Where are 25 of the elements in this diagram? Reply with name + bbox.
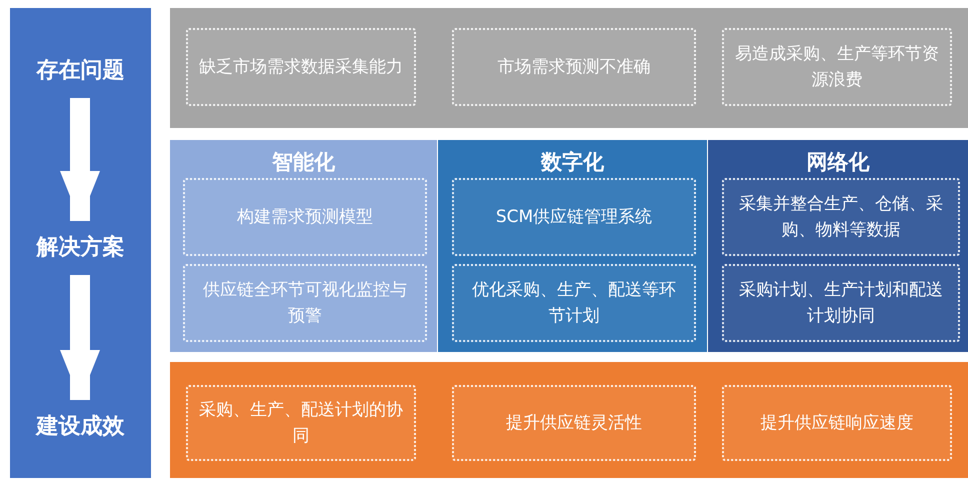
text-box: 采购计划、生产计划和配送计划协同 (722, 264, 960, 342)
solution-panel (438, 140, 707, 352)
text-box: 提升供应链响应速度 (722, 385, 952, 461)
solution-panel (170, 140, 437, 352)
text-box: 市场需求预测不准确 (452, 28, 696, 106)
down-arrow (60, 275, 100, 400)
band-background (170, 8, 968, 128)
text-box: 采集并整合生产、仓储、采购、物料等数据 (722, 178, 960, 256)
text-box: 缺乏市场需求数据采集能力 (186, 28, 416, 106)
stage-label: 解决方案 (20, 225, 141, 269)
panel-heading: 智能化 (270, 149, 336, 176)
text-box: 易造成采购、生产等环节资源浪费 (722, 28, 952, 106)
panel-heading: 网络化 (806, 149, 870, 176)
text-box: 构建需求预测模型 (183, 178, 427, 256)
text-box: 优化采购、生产、配送等环节计划 (452, 264, 696, 342)
panel-heading: 数字化 (540, 149, 605, 176)
text-box: 提升供应链灵活性 (452, 385, 696, 461)
text-box: 供应链全环节可视化监控与预警 (183, 264, 427, 342)
text-box: SCM供应链管理系统 (452, 178, 696, 256)
stage-label: 存在问题 (20, 48, 141, 92)
down-arrow (60, 98, 100, 221)
solution-panel (708, 140, 968, 352)
band-background (170, 362, 968, 478)
text-box: 采购、生产、配送计划的协同 (186, 385, 416, 461)
stage-label: 建设成效 (20, 404, 141, 448)
